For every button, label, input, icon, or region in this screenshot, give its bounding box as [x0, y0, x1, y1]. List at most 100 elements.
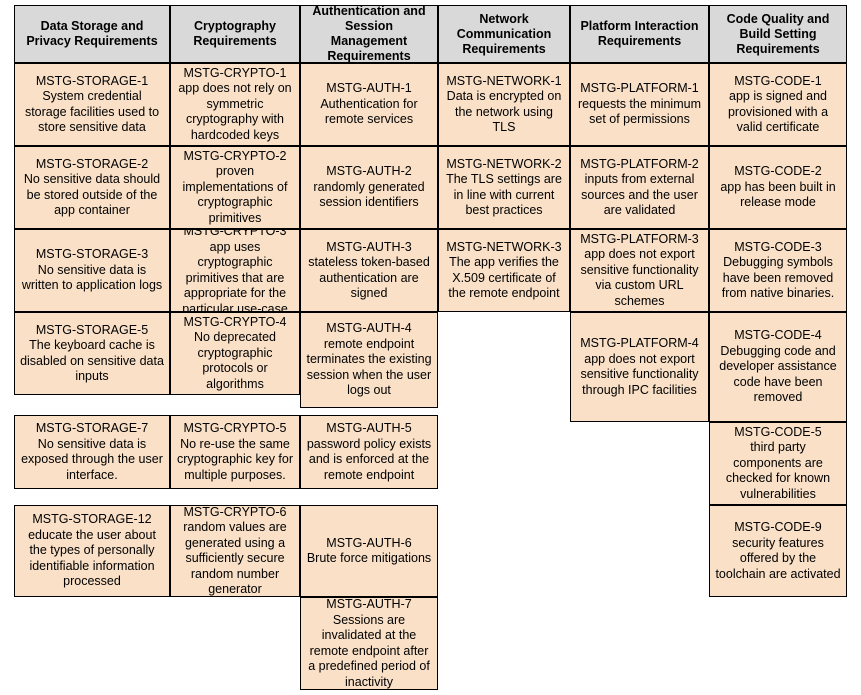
requirement-id: MSTG-CODE-4	[734, 328, 822, 343]
requirement-description: Debugging symbols have been removed from…	[721, 255, 835, 300]
requirement-id: MSTG-PLATFORM-1	[580, 81, 699, 96]
requirement-description: Data is encrypted on the network using T…	[446, 89, 562, 134]
requirement-id: MSTG-AUTH-7	[326, 597, 412, 611]
requirement-id: MSTG-CRYPTO-1	[183, 65, 287, 80]
header-line: Code Quality and	[726, 11, 830, 26]
requirement-description: app has been built in release mode	[720, 179, 836, 210]
requirement-id: MSTG-AUTH-4	[326, 321, 412, 336]
requirement-description: No deprecated cryptographic protocols or…	[193, 330, 276, 391]
requirement-description: The app verifies the X.509 certificate o…	[448, 255, 560, 300]
requirement-id: MSTG-STORAGE-7	[35, 421, 149, 435]
header-line: Data Storage and	[40, 19, 144, 33]
header-line: Authentication and	[312, 5, 426, 18]
requirement-id: MSTG-PLATFORM-3	[580, 231, 699, 246]
requirement-id: MSTG-CODE-1	[734, 73, 822, 88]
header-line: Requirements	[327, 49, 411, 63]
requirement-description: Brute force mitigations	[306, 551, 432, 565]
requirement-id: MSTG-CODE-5	[734, 424, 822, 439]
requirement-description: Debugging code and developer assistance …	[719, 343, 837, 405]
header-line: Network	[479, 11, 529, 26]
requirement-description: System credential storage facilities use…	[24, 89, 160, 134]
requirement-id: MSTG-CODE-9	[734, 520, 822, 534]
requirement-description: app uses cryptographic primitives that a…	[182, 239, 288, 312]
requirement-description: remote endpoint terminates the existing …	[306, 336, 432, 398]
header-line: Cryptography	[194, 19, 276, 33]
requirement-description: Authentication for remote services	[320, 96, 418, 127]
requirement-id: MSTG-AUTH-6	[326, 535, 412, 550]
requirement-description: third party components are checked for k…	[725, 440, 831, 501]
header-line: Privacy Requirements	[26, 34, 158, 48]
requirement-id: MSTG-AUTH-5	[326, 421, 412, 435]
requirement-id: MSTG-CRYPTO-2	[183, 148, 287, 163]
requirement-description: app does not export sensitive functional…	[580, 351, 699, 397]
header-line: Session Management	[330, 19, 408, 48]
requirement-description: inputs from external sources and the use…	[581, 172, 698, 217]
requirement-description: stateless token-based authentication are…	[308, 255, 430, 300]
requirement-id: MSTG-NETWORK-3	[446, 239, 562, 254]
requirement-description: app is signed and provisioned with a val…	[727, 89, 829, 134]
requirement-description: password policy exists and is enforced a…	[306, 436, 432, 482]
requirement-id: MSTG-NETWORK-2	[446, 156, 562, 171]
requirement-id: MSTG-CODE-2	[734, 164, 822, 179]
requirement-description: No sensitive data is exposed through the…	[21, 436, 163, 482]
requirement-description: Sessions are invalidated at the remote e…	[308, 612, 430, 689]
requirement-description: random values are generated using a suff…	[183, 520, 287, 596]
requirement-id: MSTG-CRYPTO-6	[183, 505, 287, 519]
requirement-id: MSTG-AUTH-3	[326, 239, 412, 254]
header-line: Build Setting	[739, 26, 817, 41]
requirement-description: The TLS settings are in line with curren…	[446, 172, 562, 217]
requirement-id: MSTG-CODE-3	[734, 239, 822, 254]
requirement-description: app does not rely on symmetric cryptogra…	[178, 81, 292, 142]
requirement-id: MSTG-PLATFORM-4	[580, 336, 699, 350]
requirement-id: MSTG-CRYPTO-3	[183, 229, 287, 238]
header-line: Requirements	[462, 41, 546, 56]
requirement-description: security features offered by the toolcha…	[715, 535, 841, 581]
